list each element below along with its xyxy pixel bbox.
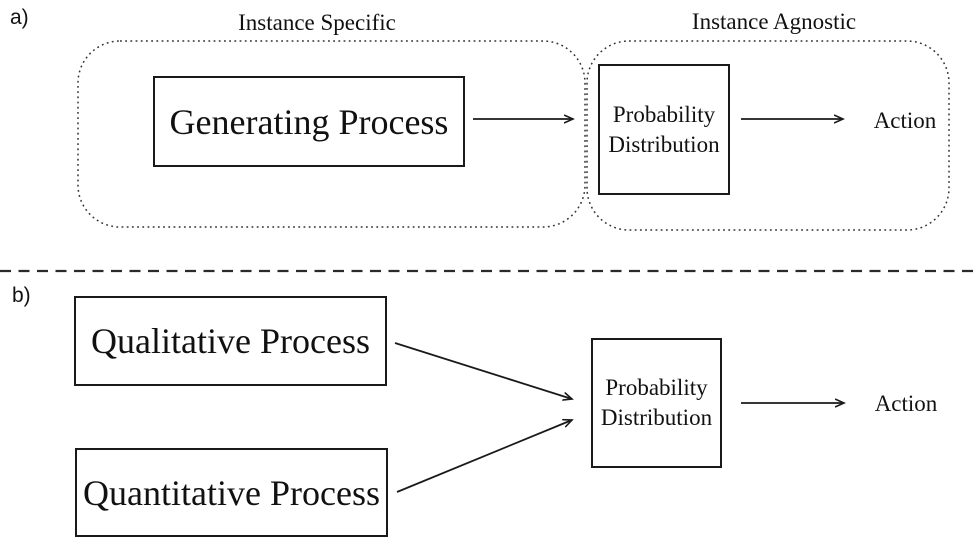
probability-distribution-node-a: Probability Distribution bbox=[598, 64, 730, 195]
instance-specific-container bbox=[77, 40, 586, 228]
instance-agnostic-title: Instance Agnostic bbox=[691, 9, 857, 34]
arrow-quantitative-to-distribution bbox=[396, 420, 572, 493]
qualitative-process-label: Qualitative Process bbox=[91, 321, 370, 361]
instance-specific-title: Instance Specific bbox=[238, 10, 396, 35]
probability-distribution-label-b-line2: Distribution bbox=[600, 405, 713, 430]
generating-process-label: Generating Process bbox=[169, 101, 449, 142]
instance-agnostic-container bbox=[586, 40, 950, 231]
probability-distribution-label-a-line1: Probability bbox=[612, 101, 716, 127]
arrow-qualitative-to-distribution bbox=[394, 342, 572, 399]
panel-label-b: b) bbox=[12, 284, 31, 307]
quantitative-process-node: Quantitative Process bbox=[75, 448, 388, 537]
qualitative-process-node: Qualitative Process bbox=[74, 296, 387, 386]
probability-distribution-label-a-line2: Distribution bbox=[608, 131, 720, 157]
panel-label-a: a) bbox=[10, 6, 29, 29]
quantitative-process-label: Quantitative Process bbox=[83, 472, 380, 513]
action-label-b: Action bbox=[874, 391, 938, 416]
probability-distribution-node-b: Probability Distribution bbox=[591, 338, 722, 468]
generating-process-node: Generating Process bbox=[153, 76, 465, 167]
probability-distribution-label-b-line1: Probability bbox=[605, 375, 708, 400]
action-label-a: Action bbox=[873, 108, 937, 133]
